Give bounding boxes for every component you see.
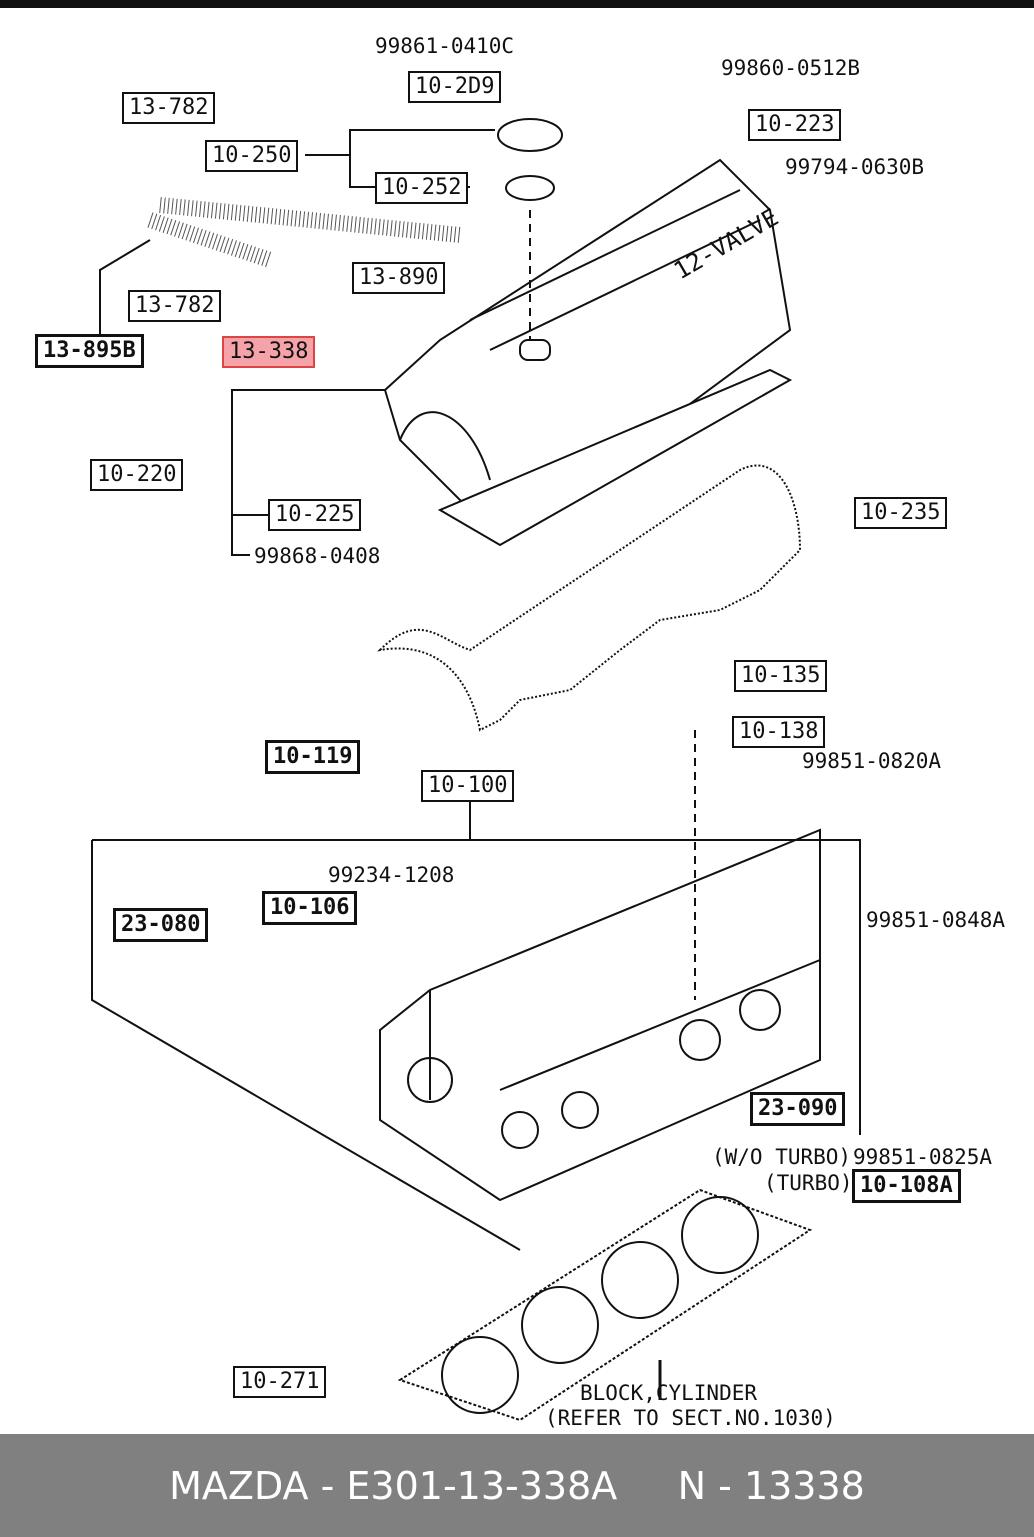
- footer-part-number: MAZDA - E301-13-338A N - 13338: [169, 1463, 865, 1508]
- box-13-890: 13-890: [352, 262, 446, 294]
- label-99851-0820a: 99851-0820A: [802, 749, 942, 773]
- box-10-138: 10-138: [732, 716, 826, 748]
- oil-cap-seal: [505, 175, 555, 201]
- box-10-100: 10-100: [421, 770, 515, 802]
- box-13-782-top: 13-782: [122, 92, 216, 124]
- label-refer-to-section: (REFER TO SECT.NO.1030): [545, 1406, 836, 1430]
- label-99851-0848a: 99851-0848A: [866, 908, 1006, 932]
- box-10-2d9: 10-2D9: [408, 71, 502, 103]
- box-13-895b: 13-895B: [35, 334, 144, 368]
- box-10-252: 10-252: [375, 172, 469, 204]
- top-border: [0, 0, 1034, 8]
- cover-base-plate: [437, 368, 793, 547]
- oil-filler-cap: [497, 118, 563, 152]
- head-gasket: [397, 1188, 813, 1422]
- label-turbo: (TURBO): [764, 1171, 853, 1195]
- label-99861-0410c: 99861-0410C: [375, 34, 515, 58]
- box-10-225: 10-225: [268, 499, 362, 531]
- label-99851-0825a: 99851-0825A: [853, 1145, 993, 1169]
- label-block-cylinder: BLOCK,CYLINDER: [580, 1381, 758, 1405]
- label-99234-1208: 99234-1208: [328, 863, 455, 887]
- box-10-271: 10-271: [233, 1366, 327, 1398]
- box-23-080: 23-080: [113, 908, 209, 942]
- box-10-250: 10-250: [205, 140, 299, 172]
- box-10-223: 10-223: [748, 109, 842, 141]
- box-10-119: 10-119: [265, 740, 361, 774]
- exploded-parts-diagram: 12-VALVE: [91, 118, 861, 1422]
- box-10-235: 10-235: [854, 497, 948, 529]
- label-99868-0408: 99868-0408: [254, 544, 381, 568]
- valve-cover: [383, 158, 792, 522]
- valve-cover-gasket: [377, 464, 802, 732]
- box-23-090: 23-090: [750, 1092, 846, 1126]
- box-13-782-mid: 13-782: [128, 290, 222, 322]
- label-99794-0630b: 99794-0630B: [785, 155, 925, 179]
- label-wo-turbo: (W/O TURBO): [712, 1145, 852, 1169]
- box-10-135: 10-135: [734, 660, 828, 692]
- box-10-106: 10-106: [262, 891, 358, 925]
- box-10-108a: 10-108A: [852, 1169, 961, 1203]
- breather-hose: [147, 197, 461, 268]
- label-99860-0512b: 99860-0512B: [721, 56, 861, 80]
- box-10-220: 10-220: [90, 459, 184, 491]
- box-13-338-highlighted[interactable]: 13-338: [222, 336, 316, 368]
- footer-bar: MAZDA - E301-13-338A N - 13338: [0, 1434, 1034, 1537]
